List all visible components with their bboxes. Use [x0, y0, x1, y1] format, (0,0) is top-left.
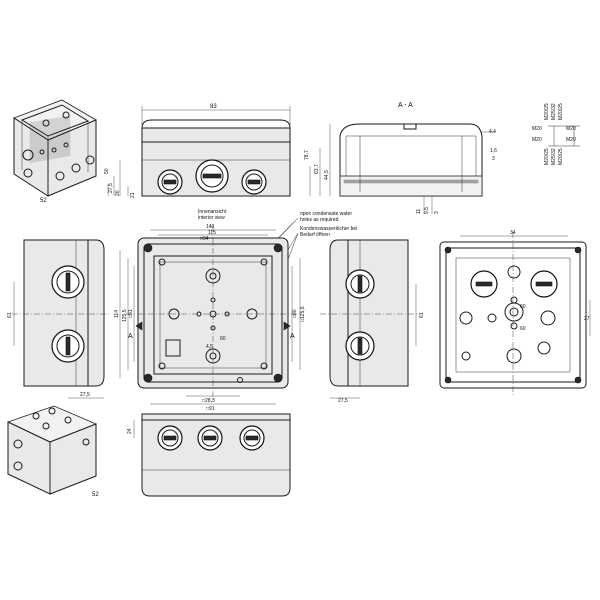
- plan-side-dim-5: □125,5: [300, 306, 306, 322]
- section-b2-dim: 9,5: [424, 207, 430, 214]
- table-bottom-3: M20/25: [558, 148, 564, 165]
- plan-bottom-dim-2: □91: [206, 406, 215, 412]
- section-view: A - A 78,7 63,7 44,5 4,4 1,6 3 11 9,5 3: [304, 102, 497, 214]
- section-title: A - A: [398, 102, 413, 109]
- front-width-dim: 83: [210, 104, 217, 110]
- table-bottom-1: M20/25: [544, 148, 550, 165]
- bottom-mark-1: 60: [520, 326, 526, 332]
- side-right-vdim: 61: [419, 312, 425, 318]
- table-left-2: M20: [532, 137, 542, 143]
- note-cond-en-1: open condensate water: [300, 211, 352, 217]
- bottom-dim-1: 34: [510, 230, 516, 236]
- cable-entry-table: M20/25 M25/32 M20/25 M20 M20 M20 M20 M20…: [532, 103, 580, 165]
- section-h2-dim: 63,7: [314, 164, 320, 174]
- front-lower-dim: 24: [127, 428, 133, 434]
- front-h1-dim: 50: [104, 168, 110, 174]
- plan-section-mark-left: A: [128, 333, 133, 340]
- plan-bottom-dim-1: □28,3: [202, 398, 215, 404]
- plan-side-dim-4: □80: [292, 309, 298, 318]
- note-cond-de-1: Kondenswasserlöcher bei: [300, 226, 357, 232]
- section-h3-dim: 44,5: [324, 170, 330, 180]
- section-d2-dim: 1,6: [490, 148, 497, 154]
- plan-top-dim-1: 140: [206, 224, 215, 230]
- front-view-lower: 24: [127, 413, 291, 497]
- front-h4-dim: 21: [130, 192, 136, 198]
- plan-top-dim-2: 115: [208, 230, 216, 236]
- plan-top-dim-3: □94: [200, 236, 209, 242]
- plan-small-1: 4,5: [206, 344, 213, 350]
- plan-side-dim-3: □91: [128, 309, 134, 318]
- plan-side-dim-1: 114: [114, 310, 120, 318]
- side-view-right: 61 27,5: [320, 239, 425, 404]
- plan-side-dim-2: 125,5: [122, 309, 128, 322]
- front-h3-dim: 20: [115, 190, 121, 196]
- iso-top-label: 52: [40, 198, 47, 204]
- front-h2-dim: 27,5: [108, 183, 114, 193]
- table-top-1: M20/25: [544, 103, 550, 120]
- side-view-left: 61 27,5: [7, 239, 110, 399]
- table-top-3: M20/25: [558, 103, 564, 120]
- side-left-vdim: 61: [7, 312, 13, 318]
- side-left-hdim: 27,5: [80, 392, 90, 398]
- section-b3-dim: 3: [434, 211, 440, 214]
- isometric-view-bottom: 52: [6, 405, 99, 498]
- note-interior-de: Innenansicht: [198, 209, 227, 215]
- bottom-mark-2: 60: [520, 304, 526, 310]
- bottom-view: 34 27 60 60: [439, 230, 591, 396]
- table-bottom-2: M25/32: [551, 148, 557, 165]
- side-right-hdim: 27,5: [338, 398, 348, 404]
- plan-section-mark-right: A: [290, 333, 295, 340]
- plan-small-2: 60: [220, 336, 226, 342]
- section-d3-dim: 3: [492, 156, 495, 162]
- table-right-1: M20: [566, 126, 576, 132]
- note-cond-de-2: Bedarf öffnen: [300, 232, 330, 238]
- note-cond-en-2: holes as required: [300, 217, 339, 223]
- section-d1-dim: 4,4: [489, 129, 496, 135]
- table-top-2: M25/32: [551, 103, 557, 120]
- section-b1-dim: 11: [416, 209, 422, 214]
- table-right-2: M20: [566, 137, 576, 143]
- iso-bottom-label: 52: [92, 492, 99, 498]
- isometric-view-top: 52: [13, 99, 97, 204]
- section-h1-dim: 78,7: [304, 150, 310, 160]
- plan-view: 140 115 □94 □28,3 □91 114 125,5 □91 □80 …: [114, 224, 306, 412]
- table-left-1: M20: [532, 126, 542, 132]
- bottom-dim-2: 27: [584, 316, 590, 322]
- note-interior-en: interior view: [198, 215, 225, 221]
- front-view: 83 50 27,5 20 21: [104, 104, 291, 198]
